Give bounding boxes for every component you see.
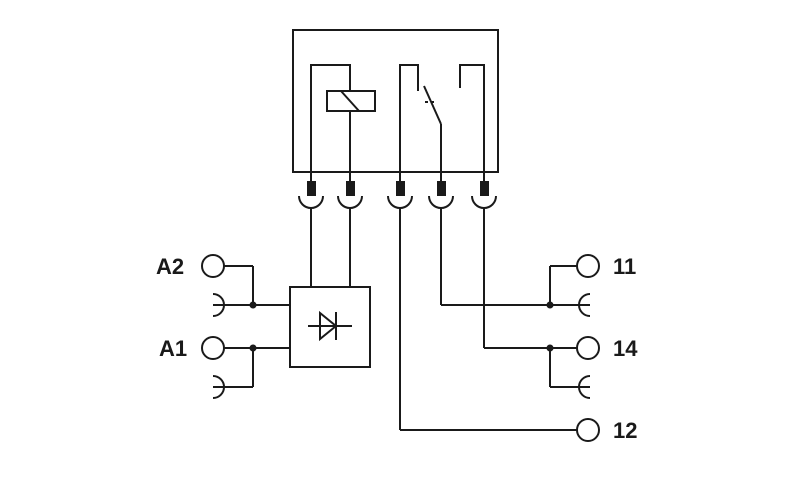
label-12: 12 [613, 418, 638, 443]
terminal-12 [576, 418, 600, 442]
relay-coil [310, 64, 376, 196]
label-a2: A2 [156, 254, 185, 279]
socket [298, 195, 324, 209]
label-11: 11 [613, 254, 637, 279]
bridge-socket [578, 375, 591, 399]
plug-connectors [298, 181, 497, 209]
socket [428, 195, 454, 209]
junction-dot [546, 344, 554, 352]
junction-dot [249, 301, 257, 309]
pin [480, 181, 489, 196]
changeover-contact [399, 64, 485, 196]
pin [307, 181, 316, 196]
socket [471, 195, 497, 209]
junction-dot [249, 344, 257, 352]
diode-icon [308, 310, 352, 342]
terminal-a2 [201, 254, 225, 278]
pin [437, 181, 446, 196]
label-14: 14 [613, 336, 638, 361]
terminal-a1 [201, 336, 225, 360]
socket [337, 195, 363, 209]
input-side-wiring [201, 254, 290, 399]
protection-module [289, 286, 371, 368]
label-a1: A1 [159, 336, 188, 361]
pin [346, 181, 355, 196]
junction-dot [546, 301, 554, 309]
pin [396, 181, 405, 196]
relay-housing [292, 29, 499, 173]
terminal-11 [576, 254, 600, 278]
terminal-14 [576, 336, 600, 360]
bridge-socket [578, 293, 591, 317]
socket [387, 195, 413, 209]
output-side-wiring [399, 208, 600, 442]
